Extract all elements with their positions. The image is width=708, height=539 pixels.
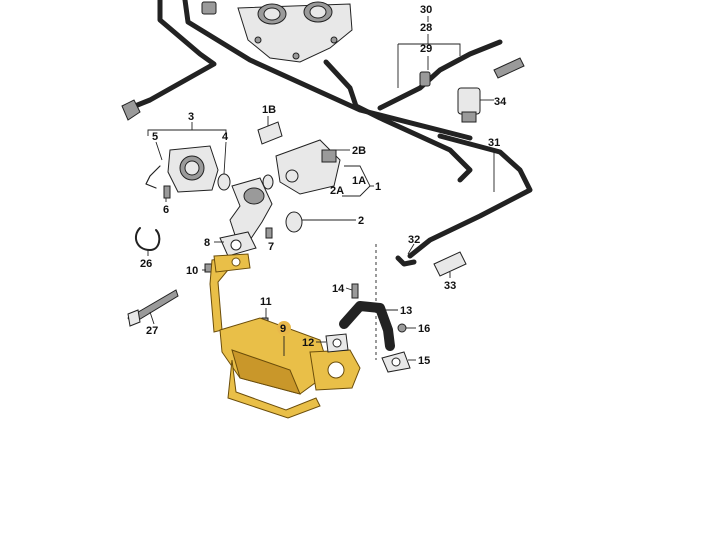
bracket-1B — [257, 121, 283, 145]
solenoid-valve-34 — [457, 87, 481, 123]
callout-32: 32 — [408, 234, 420, 246]
vacuum-nozzle-left — [121, 99, 141, 121]
callout-26: 26 — [140, 258, 152, 270]
bolt-14 — [351, 283, 359, 299]
callout-4: 4 — [222, 131, 229, 143]
vacuum-hose-network — [127, 0, 533, 267]
hose-connector-right — [493, 57, 525, 79]
callout-29: 29 — [420, 43, 432, 55]
callout-11: 11 — [260, 296, 272, 308]
callout-2: 2 — [358, 215, 364, 227]
callout-30: 30 — [420, 4, 432, 16]
gasket-8 — [219, 231, 257, 257]
hose-connector-29 — [419, 71, 431, 87]
cable-tie-27 — [127, 289, 179, 327]
callout-1: 1 — [375, 181, 381, 193]
callout-8: 8 — [204, 237, 210, 249]
gasket-12 — [325, 333, 349, 353]
callout-16: 16 — [418, 323, 430, 335]
callout-28: 28 — [420, 22, 432, 34]
callout-9: 9 — [280, 323, 286, 335]
engine-intake-manifold — [237, 1, 353, 63]
egr-valve-2 — [262, 139, 341, 195]
callout-31: 31 — [488, 137, 500, 149]
callout-33: 33 — [444, 280, 456, 292]
callout-2A: 2A — [330, 185, 344, 197]
callout-13: 13 — [400, 305, 412, 317]
gasket-15 — [381, 351, 411, 373]
egr-cooler-9 — [209, 253, 361, 419]
callout-10: 10 — [186, 265, 198, 277]
callout-1A: 1A — [352, 175, 366, 187]
hose-clamp-26 — [134, 227, 161, 251]
callout-5: 5 — [152, 131, 158, 143]
bolt-7 — [265, 227, 273, 239]
callout-15: 15 — [418, 355, 430, 367]
callout-7: 7 — [268, 241, 274, 253]
callout-labels: 30 28 29 34 31 3 5 4 1B 2B 1A 2A 1 6 2 7… — [140, 4, 507, 367]
callout-34: 34 — [494, 96, 507, 108]
connector-pipe-7 — [229, 177, 303, 241]
bracket-33 — [433, 251, 467, 277]
hose-connector-30 — [201, 1, 217, 15]
callout-1B: 1B — [262, 104, 276, 116]
callout-14: 14 — [332, 283, 345, 295]
callout-9-badge: 9 — [277, 321, 291, 335]
callout-27: 27 — [146, 325, 158, 337]
callout-12: 12 — [302, 337, 314, 349]
callout-6: 6 — [163, 204, 169, 216]
leader-lines — [147, 16, 495, 361]
nut-16 — [397, 323, 407, 333]
throttle-body-3 — [145, 145, 231, 193]
bolt-6 — [163, 185, 171, 199]
pipe-13 — [339, 301, 395, 351]
callout-2B: 2B — [352, 145, 366, 157]
callout-3: 3 — [188, 111, 194, 123]
